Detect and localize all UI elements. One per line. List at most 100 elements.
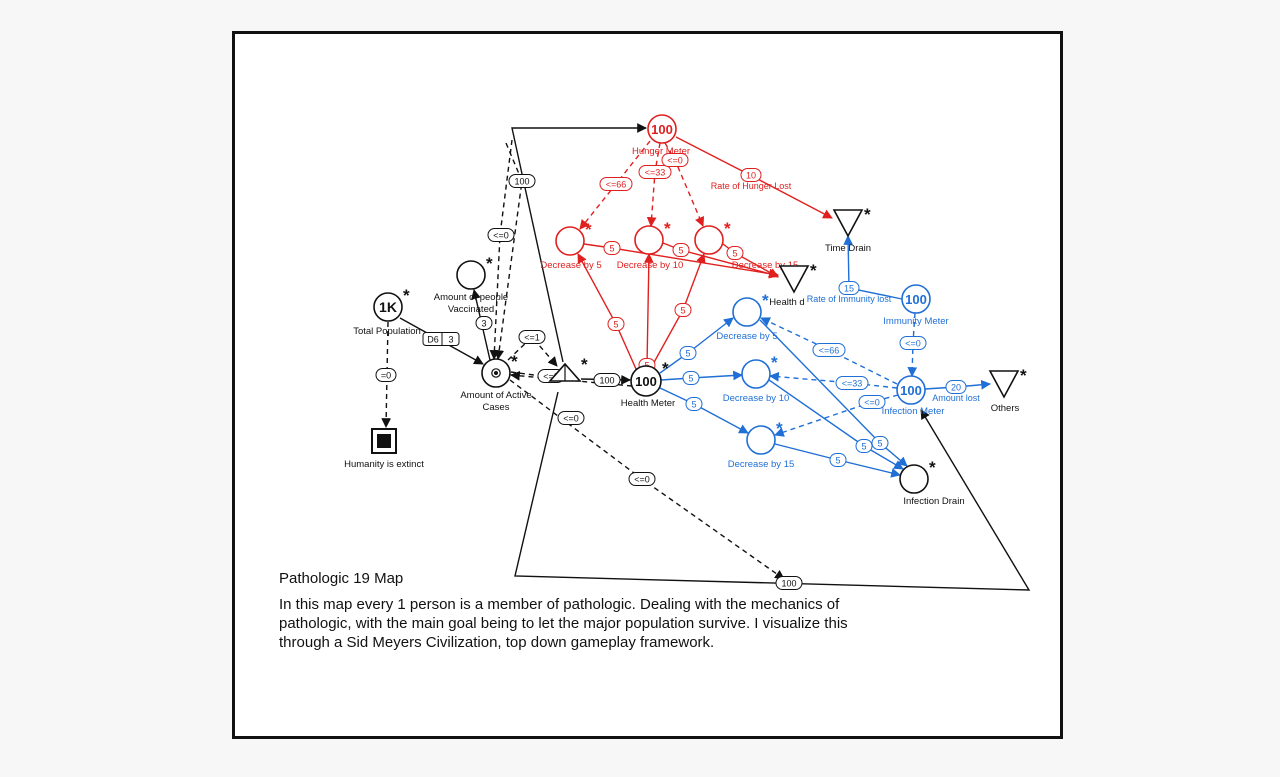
- node-hunger-decrease-10[interactable]: Decrease by 10: [617, 225, 684, 271]
- svg-text:100: 100: [514, 176, 529, 186]
- node-health-drain[interactable]: Health d: [769, 265, 810, 308]
- svg-text:<=33: <=33: [645, 167, 666, 177]
- node-hunger-decrease-15[interactable]: Decrease by 15: [694, 225, 799, 271]
- node-value-infection-meter: 100: [900, 383, 922, 398]
- node-label-time-drain: Time Drain: [825, 243, 871, 254]
- svg-text:5: 5: [613, 319, 618, 329]
- node-label-hunger-decrease-5: Decrease by 5: [540, 260, 601, 271]
- node-label-active-cases: Cases: [483, 402, 510, 413]
- svg-text:<=1: <=1: [524, 332, 540, 342]
- node-label-humanity-extinct: Humanity is extinct: [344, 459, 424, 470]
- node-others-drain[interactable]: Others: [988, 370, 1020, 414]
- node-total-population[interactable]: 1K Total Population: [353, 292, 421, 337]
- node-label-infection-decrease-15: Decrease by 15: [728, 459, 795, 470]
- edge-label-hunger-to-d5: <=66: [599, 177, 633, 191]
- node-value-total-population: 1K: [379, 299, 397, 315]
- svg-text:5: 5: [678, 245, 683, 255]
- svg-text:=0: =0: [381, 370, 391, 380]
- edge-label-converter-to-infection: 100: [775, 576, 803, 590]
- svg-text:5: 5: [688, 373, 693, 383]
- svg-text:<=66: <=66: [819, 345, 840, 355]
- modifier-star-hunger-decrease-5: *: [585, 220, 592, 239]
- edge-label-pop-to-extinct: =0: [375, 368, 397, 382]
- node-label-active-cases: Amount of Active: [460, 390, 531, 401]
- edge-label-immunity-to-infection: <=0: [899, 336, 927, 350]
- node-infection-decrease-15[interactable]: Decrease by 15: [728, 425, 795, 470]
- edge-label-id5-to-drain: 5: [871, 436, 889, 450]
- svg-text:5: 5: [877, 438, 882, 448]
- node-infection-drain[interactable]: Infection Drain: [899, 464, 965, 507]
- edge-label-health-to-id5: 5: [679, 346, 697, 360]
- svg-text:<=0: <=0: [667, 155, 683, 165]
- node-value-immunity-meter: 100: [905, 292, 927, 307]
- node-label-hunger-decrease-15: Decrease by 15: [732, 260, 799, 271]
- edge-hunger-to-cases-1: [494, 142, 523, 360]
- modifier-star-infection-decrease-10: *: [771, 353, 778, 372]
- edge-cases-to-converter-loop: [507, 335, 558, 367]
- edge-label-converter-to-health: 100: [593, 373, 621, 387]
- edge-caption-infection-to-others: Amount lost: [932, 393, 980, 403]
- edge-label-cases-to-vaccinated: 3: [475, 316, 493, 330]
- edge-label-hd15-to-drain: 5: [726, 246, 744, 260]
- edge-caption-immunity-to-time: Rate of Immunity lost: [807, 294, 892, 304]
- svg-text:5: 5: [685, 348, 690, 358]
- edge-label-hunger-to-cases-1: 100: [508, 174, 536, 188]
- node-label-infection-meter: Infection Meter: [882, 406, 945, 417]
- edge-label-hunger-to-cases-2: <=0: [487, 228, 515, 242]
- node-label-total-population: Total Population: [353, 326, 421, 337]
- node-infection-decrease-5[interactable]: Decrease by 5: [716, 297, 778, 342]
- modifier-star-time-drain: *: [864, 205, 871, 224]
- node-label-immunity-meter: Immunity Meter: [883, 316, 948, 327]
- node-label-infection-drain: Infection Drain: [903, 496, 964, 507]
- svg-text:<=0: <=0: [634, 474, 650, 484]
- node-humanity-extinct[interactable]: Humanity is extinct: [344, 428, 424, 470]
- node-label-health-meter: Health Meter: [621, 398, 675, 409]
- edge-label-infection-to-id5: <=66: [812, 343, 846, 357]
- svg-text:5: 5: [732, 248, 737, 258]
- svg-text:5: 5: [691, 399, 696, 409]
- modifier-star-active-cases: *: [511, 352, 518, 371]
- edge-converter-to-infection: [514, 391, 1031, 591]
- modifier-star-converter: *: [581, 355, 588, 374]
- modifier-star-infection-decrease-15: *: [776, 419, 783, 438]
- svg-text:<=33: <=33: [842, 378, 863, 388]
- edge-infection-to-id10: [769, 371, 898, 389]
- svg-text:5: 5: [835, 455, 840, 465]
- node-hunger-decrease-5[interactable]: Decrease by 5: [540, 226, 602, 271]
- svg-text:<=0: <=0: [563, 413, 579, 423]
- svg-text:5: 5: [609, 243, 614, 253]
- node-infection-decrease-10[interactable]: Decrease by 10: [723, 359, 790, 404]
- node-label-people-vaccinated: Vaccinated: [448, 304, 494, 315]
- edge-label-hunger-to-d15: <=0: [661, 153, 689, 167]
- edge-label-health-to-id15: 5: [685, 397, 703, 411]
- node-label-people-vaccinated: Amount of people: [434, 292, 508, 303]
- edge-health-to-id5: [659, 317, 734, 374]
- edge-health-to-hd5: [577, 253, 637, 370]
- node-label-hunger-meter: Hunger Meter: [632, 146, 690, 157]
- edge-label-id10-to-drain: 5: [855, 439, 873, 453]
- modifier-star-others-drain: *: [1020, 366, 1027, 385]
- edge-label-cases-to-converter-loop: <=1: [518, 330, 546, 344]
- edge-label-hd5-to-drain: 5: [603, 241, 621, 255]
- svg-text:10: 10: [746, 170, 756, 180]
- node-label-infection-decrease-10: Decrease by 10: [723, 393, 790, 404]
- edge-label-hunger-to-d10: <=33: [638, 165, 672, 179]
- edge-label-hunger-to-time: 10: [740, 168, 762, 182]
- map-title: Pathologic 19 Map: [279, 570, 404, 587]
- node-converter[interactable]: [548, 362, 582, 382]
- modifier-star-health-drain: *: [810, 261, 817, 280]
- edge-converter-to-hunger: [511, 123, 647, 363]
- node-time-drain[interactable]: Time Drain: [825, 209, 871, 254]
- edge-label-health-to-hd15: 5: [674, 303, 692, 317]
- node-label-health-drain: Health d: [769, 297, 804, 308]
- edge-label-hd10-to-drain: 5: [672, 243, 690, 257]
- edge-label-id15-to-drain: 5: [829, 453, 847, 467]
- svg-text:3: 3: [481, 318, 486, 328]
